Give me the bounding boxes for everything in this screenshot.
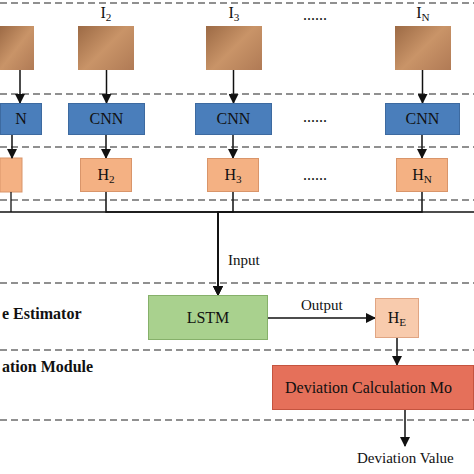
subscript: N — [424, 173, 432, 185]
subscript: E — [399, 316, 406, 328]
feature-box: H3 — [207, 158, 259, 192]
divider — [0, 419, 474, 420]
divider — [0, 199, 474, 200]
connector-arrow — [106, 70, 108, 103]
lstm-box: LSTM — [148, 295, 268, 340]
input-image: I3 — [206, 26, 262, 70]
section-title: ation Module — [2, 358, 93, 376]
box-text: HE — [388, 309, 406, 327]
image-label: I3 — [229, 4, 240, 22]
output-label: Deviation Value — [357, 450, 454, 467]
box-text: H2 — [97, 166, 114, 184]
subscript: 2 — [106, 11, 112, 23]
connector-arrow — [106, 192, 218, 295]
image-label: IN — [416, 4, 429, 22]
connector-arrow — [218, 192, 422, 295]
connector-arrow — [218, 192, 233, 295]
connector-arrow — [422, 70, 424, 103]
ellipsis: ...... — [303, 166, 327, 184]
edge-label: Output — [299, 297, 345, 314]
connector-arrow — [396, 338, 398, 365]
section-title: e Estimator — [2, 305, 82, 323]
feature-box: HN — [396, 158, 448, 192]
box-text: Deviation Calculation Mo — [285, 379, 452, 397]
estimate-box: HE — [375, 298, 419, 338]
subscript: 3 — [236, 173, 242, 185]
connector-arrow — [233, 70, 235, 103]
subscript: 3 — [234, 11, 240, 23]
cnn-box: N — [0, 103, 42, 135]
flow-label: Input — [228, 252, 260, 269]
cnn-box: CNN — [68, 103, 145, 135]
arrow — [11, 135, 13, 158]
output-arrow — [404, 410, 406, 446]
input-image: I2 — [78, 26, 134, 70]
ellipsis: ...... — [303, 6, 327, 24]
box-text: H3 — [224, 166, 241, 184]
box-text: N — [15, 110, 27, 128]
feature-box: H2 — [80, 158, 132, 192]
partial-feature-box — [0, 158, 22, 192]
connector-arrow — [268, 317, 375, 319]
ellipsis: ...... — [303, 108, 327, 126]
cnn-box: CNN — [385, 103, 460, 135]
input-image: IN — [395, 26, 451, 70]
subscript: N — [422, 11, 430, 23]
divider — [0, 93, 474, 94]
bus-line — [0, 211, 474, 212]
subscript: 2 — [109, 173, 115, 185]
divider — [0, 2, 474, 3]
box-text: CNN — [406, 110, 440, 128]
divider — [0, 282, 474, 283]
bus-line — [10, 192, 11, 212]
partial-image-tile — [0, 26, 34, 70]
box-text: CNN — [90, 110, 124, 128]
box-text: HN — [412, 166, 432, 184]
deviation-module-box: Deviation Calculation Mo — [272, 365, 474, 410]
image-label: I2 — [101, 4, 112, 22]
cnn-box: CNN — [195, 103, 272, 135]
divider — [0, 146, 474, 147]
box-text: CNN — [217, 110, 251, 128]
divider — [0, 349, 474, 350]
box-text: LSTM — [187, 309, 230, 327]
section-dividers — [0, 3, 474, 420]
arrow — [19, 70, 21, 103]
